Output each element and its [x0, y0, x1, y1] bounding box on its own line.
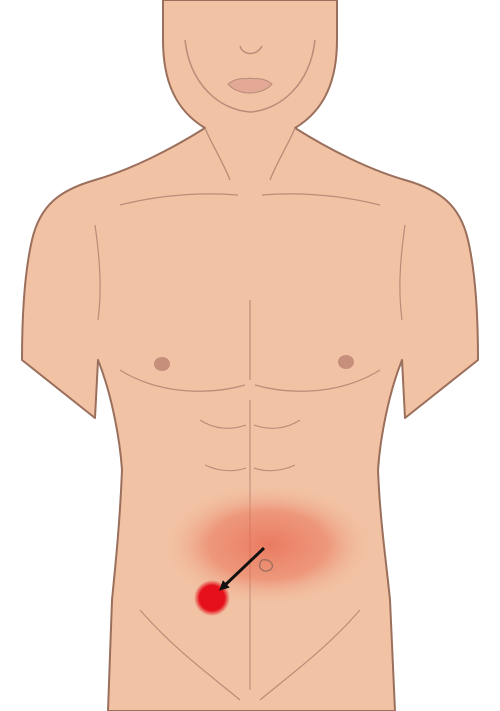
diffuse-pain-area — [160, 483, 376, 607]
nipple-left — [154, 357, 170, 371]
nipple-right — [338, 355, 354, 369]
